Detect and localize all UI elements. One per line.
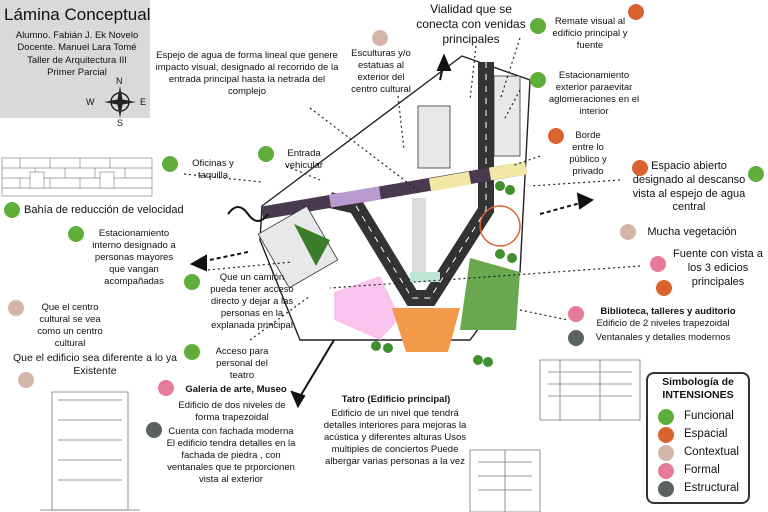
note-remate: Remate visual al edificio principal y fu… [552,16,628,51]
note-diferente: Que el edificio sea diferente a lo ya Ex… [12,352,178,378]
flow-arrows [189,53,595,409]
dot-camion [184,274,200,290]
legend-dot-contextual [658,445,674,461]
page-title: Lámina Conceptual [4,5,151,24]
author-student: Alumno. Fabián J. Ek Novelo [15,30,139,41]
compass-icon: N S W E [86,74,147,128]
dot-biblioteca [568,306,584,322]
dot-centro [8,300,24,316]
author-info: Alumno. Fabián J. Ek Novelo Docente. Man… [4,30,150,79]
note-fuente: Fuente con vista a los 3 edicios princip… [673,248,763,288]
dot-bahia [4,202,20,218]
legend: Simbología de INTENSIONES Funcional Espa… [646,372,750,504]
dot-espacio-abierto [632,160,648,176]
building-sketch-right [539,359,641,421]
dot-esculturas [372,30,388,46]
road-network [328,62,494,306]
legend-item-espacial: Espacial [658,426,748,444]
fountain [410,272,440,282]
legend-dot-funcional [658,409,674,425]
legend-item-estructural: Estructural [658,480,748,498]
dot-fuente-2 [656,280,672,296]
legend-title: Simbología de INTENSIONES [662,376,734,401]
dot-acceso [184,344,200,360]
dot-borde [548,128,564,144]
dot-remate [530,18,546,34]
note-vialidad: Vialidad que se conecta con venidas prin… [416,2,526,46]
title-block [0,0,150,118]
compass-e: E [140,97,147,107]
compass-w: W [86,97,95,107]
building-sketch-left [40,391,140,511]
note-centro: Que el centro cultural se vea como un ce… [37,302,103,349]
open-space-circle [479,205,521,247]
green-area [294,224,330,266]
note-biblioteca-desc: Edificio de 2 niveles trapezoidal [596,318,730,329]
note-est-interno: Estacionamiento interno designado a pers… [92,228,176,287]
legend-label-contextual: Contextual [684,446,739,458]
note-fachada: Cuenta con fachada moderna El edificio t… [166,426,296,485]
legend-label-funcional: Funcional [684,410,734,422]
water-mirror-bar [260,161,528,220]
note-camion: Que un camión pueda tener acceso directo… [210,272,294,331]
legend-dot-estructural [658,481,674,497]
note-ventanales: Ventanales y detalles modernos [595,332,731,343]
trees [371,181,517,367]
compass-n: N [116,76,123,86]
parking-lots [257,75,521,289]
legend-label-formal: Formal [684,464,720,476]
legend-item-formal: Formal [658,462,748,480]
author-course: Taller de Arquitectura III [27,54,127,66]
dot-ventanales [568,330,584,346]
note-bahia: Bahía de reducción de velocidad [24,204,184,216]
note-entrada: Entrada vehicular [284,148,324,171]
brick-wall-sketch [1,157,153,197]
museum-building [334,276,400,340]
dot-fachada [146,422,162,438]
legend-item-funcional: Funcional [658,408,748,426]
author-term: Primer Parcial [47,67,107,79]
dot-estacionamiento-ext [530,72,546,88]
central-walkway [412,198,426,274]
building-sketch-bottom [469,449,541,512]
compass-s: S [117,118,124,128]
legend-dot-formal [658,463,674,479]
note-espejo: Espejo de agua de forma lineal que gener… [155,50,339,97]
note-biblioteca-title: Biblioteca, talleres y auditorio [600,306,736,317]
dot-entrada [258,146,274,162]
note-oficinas: Oficinas y taquilla [192,158,234,181]
theater-building [392,308,460,352]
legend-dot-espacial [658,427,674,443]
dot-est-interno [68,226,84,242]
legend-item-contextual: Contextual [658,444,748,462]
note-teatro-desc: Edificio de un nivel que tendrá detalles… [323,408,467,467]
note-galeria-desc: Edificio de dos niveles de forma trapezo… [178,400,286,423]
dot-espacio-abierto-2 [748,166,764,182]
dot-diferente [18,372,34,388]
legend-label-espacial: Espacial [684,428,728,440]
author-teacher: Docente. Manuel Lara Tomé [17,42,137,54]
note-espacio-abierto: Espacio abierto designado al descanso vi… [632,160,746,214]
note-teatro-title: Tatro (Edificio principal) [341,394,451,405]
legend-label-estructural: Estructural [684,482,739,494]
note-borde: Borde entre lo público y privado [569,130,607,177]
leader-lines [183,37,641,341]
note-acceso: Acceso para personal del teatro [215,346,269,381]
dot-galeria [158,380,174,396]
note-galeria-title: Galeria de arte, Museo [185,384,287,395]
note-esculturas: Esculturas y/o estatuas al exterior del … [351,48,411,95]
dot-oficinas [162,156,178,172]
note-mucha-veg: Mucha vegetación [647,226,737,238]
dot-fuente [650,256,666,272]
dot-remate-espacial [628,4,644,20]
note-estacionamiento-ext: Estacionamiento exterior paraevitar aglo… [548,70,640,117]
dot-mucha-veg [620,224,636,240]
